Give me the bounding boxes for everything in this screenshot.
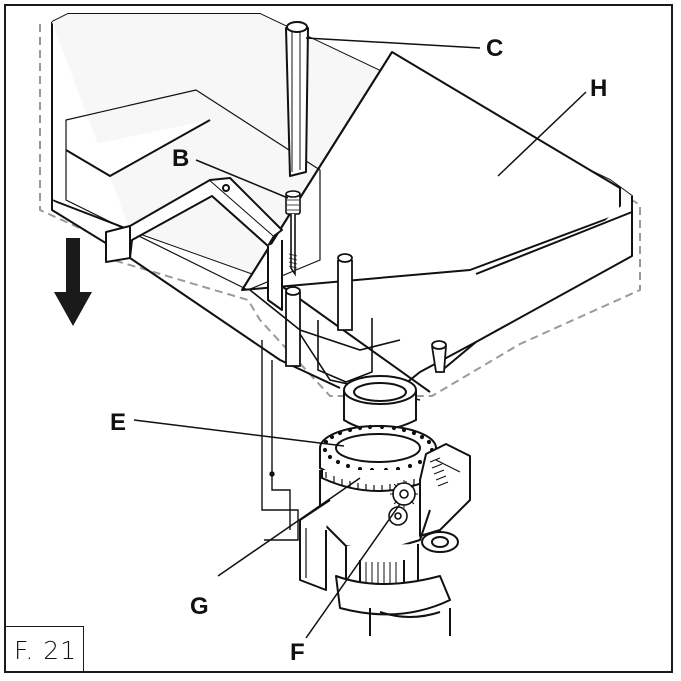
callout-c: C — [486, 35, 503, 62]
callout-h: H — [590, 75, 607, 102]
leader-line-h — [497, 91, 587, 177]
figure-caption: F. 21 — [14, 636, 78, 665]
grinder-housing — [299, 443, 471, 636]
callout-f: F — [290, 639, 305, 666]
leader-line-f — [305, 503, 401, 639]
lever-arm — [105, 177, 283, 311]
leader-line-c — [305, 37, 481, 49]
gear-f — [388, 480, 418, 526]
down-arrow-icon — [54, 238, 92, 326]
callout-g: G — [190, 593, 209, 620]
inner-panel — [261, 340, 299, 541]
leader-line-b — [195, 159, 289, 199]
hopper-collar — [343, 375, 417, 431]
leader-line-e — [133, 419, 345, 447]
pins — [285, 253, 447, 373]
post-c — [285, 21, 309, 177]
adjustment-ring-e — [319, 424, 437, 492]
callout-e: E — [110, 409, 126, 436]
leader-line-g — [217, 477, 361, 577]
hopper-dashed-outline — [39, 24, 641, 397]
leader-lines — [133, 37, 587, 639]
hopper-body — [51, 13, 633, 393]
callout-b: B — [172, 145, 189, 172]
screw-b — [285, 190, 301, 277]
